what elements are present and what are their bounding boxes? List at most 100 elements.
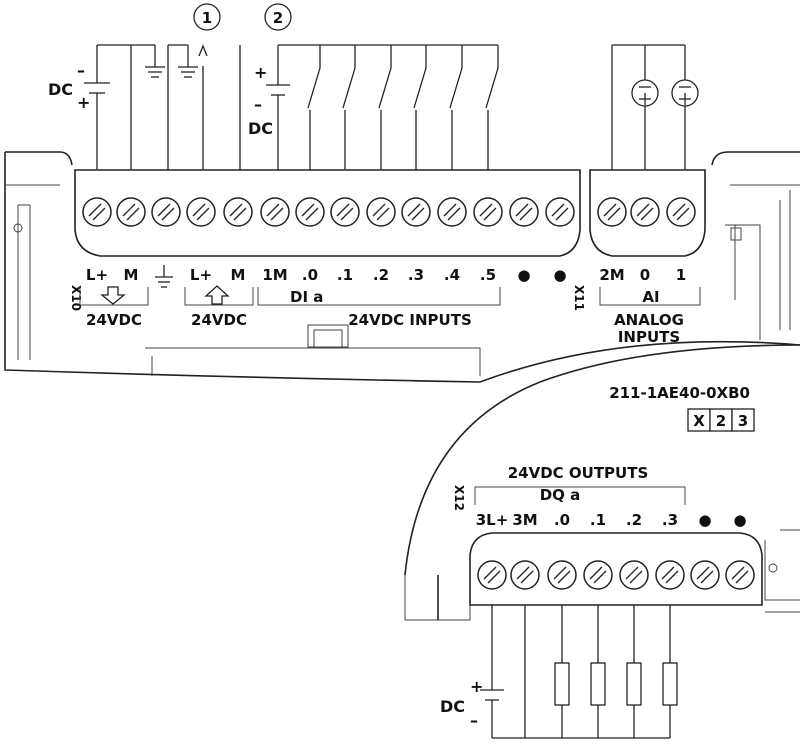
input-terminal-label: .3 [408,266,424,284]
terminal-block-x11 [589,169,706,257]
screw-terminal [401,197,431,227]
screw-terminal [186,197,216,227]
screw-terminal [655,560,685,590]
analog-input-wiring [611,44,699,170]
x10-bracket-right [184,285,254,306]
screw-terminal [666,197,696,227]
dc-inputs-minus: – [254,95,262,114]
ground-symbol [155,265,173,288]
x11-bracket [599,287,701,306]
x11-group-label: AI [642,288,659,306]
x11-caption-line2: INPUTS [618,328,680,346]
screw-terminal [82,197,112,227]
screw-terminal [477,560,507,590]
terminal-block-x10-inputs [74,169,581,257]
screw-terminal [509,197,539,227]
input-terminal-label: 1M [262,266,287,284]
x10-group-label-in: 24VDC [191,311,247,329]
input-wiring [266,44,499,170]
input-terminal-label: .4 [444,266,460,284]
latch-tab-inner [313,329,343,348]
screw-terminal [330,197,360,227]
input-switch-icon [378,45,392,170]
input-switches [307,45,499,170]
x10-terminal-label: L+ [190,266,212,284]
x10-terminal-label: M [231,266,246,284]
output-caption: 24VDC OUTPUTS [508,464,649,482]
x10-terminal-label: L+ [86,266,108,284]
input-group-label: DI a [290,288,323,306]
screw-terminal [547,560,577,590]
output-terminal-label: .2 [626,511,642,529]
x10-group-label-out: 24VDC [86,311,142,329]
dc-left-plus: + [77,93,90,112]
callout-1-label: 1 [202,9,212,27]
output-terminal-label: ● [733,511,746,529]
screw-terminal [510,560,540,590]
input-switch-icon [342,45,356,170]
input-switch-icon [449,45,463,170]
output-group-label: DQ a [540,486,581,504]
screw-terminal [473,197,503,227]
input-switch-icon [485,45,499,170]
output-load-icon [590,605,606,738]
screw-terminal [260,197,290,227]
output-wiring [480,605,678,739]
output-load-icon [554,605,570,738]
ai-screw-row [597,197,696,227]
screw-terminal [223,197,253,227]
output-terminal-label: .0 [554,511,570,529]
output-screw-row [477,560,755,590]
x12-terminal-labels: 3L+3M.0.1.2.3●● [476,511,747,529]
version-box [731,408,755,432]
part-number: 211-1AE40-0XB0 [609,384,750,402]
output-bracket [474,486,686,505]
screw-terminal [151,197,181,227]
input-caption: 24VDC INPUTS [348,311,472,329]
screw-terminal [295,197,325,227]
output-terminal-label: .1 [590,511,606,529]
terminal-block-x12 [469,532,763,606]
dc-inputs-label: DC [248,119,273,138]
screw-terminal [116,197,146,227]
version-box-label: 2 [716,412,726,430]
screw-terminal [545,197,575,227]
input-terminal-label: .1 [337,266,353,284]
ai-terminal-label: 0 [640,266,650,284]
x10-connector-id: X10 [69,285,83,311]
output-terminal-label: .3 [662,511,678,529]
top-screw-row [82,197,575,227]
input-bracket [257,287,501,306]
input-switch-icon [413,45,427,170]
output-load-icon [626,605,642,738]
version-box-label: 3 [738,412,748,430]
x10-bracket-left [79,286,149,306]
callout-1: 1 [193,3,221,31]
dc-outputs-minus: – [470,711,478,730]
screw-terminal [583,560,613,590]
dc-outputs-label: DC [440,697,465,716]
screw-terminal [597,197,627,227]
screw-terminal [366,197,396,227]
x12-connector-id: X12 [452,485,466,511]
input-terminal-label: .0 [302,266,318,284]
output-terminal-label: 3M [512,511,537,529]
device-body [4,151,800,621]
input-switch-icon [307,45,321,170]
arrow-up-icon [204,285,230,305]
screw-terminal [725,560,755,590]
screw-terminal [690,560,720,590]
output-load-icon [662,605,678,738]
dc-left-minus: – [77,61,85,80]
input-terminal-label: ● [517,266,530,284]
version-box-label: X [693,412,705,430]
input-terminal-labels: 1M.0.1.2.3.4.5●● [262,266,566,284]
dc-inputs-plus: + [254,63,267,82]
screw-terminal [619,560,649,590]
input-terminal-label: .5 [480,266,496,284]
x11-caption-line1: ANALOG [614,311,684,329]
